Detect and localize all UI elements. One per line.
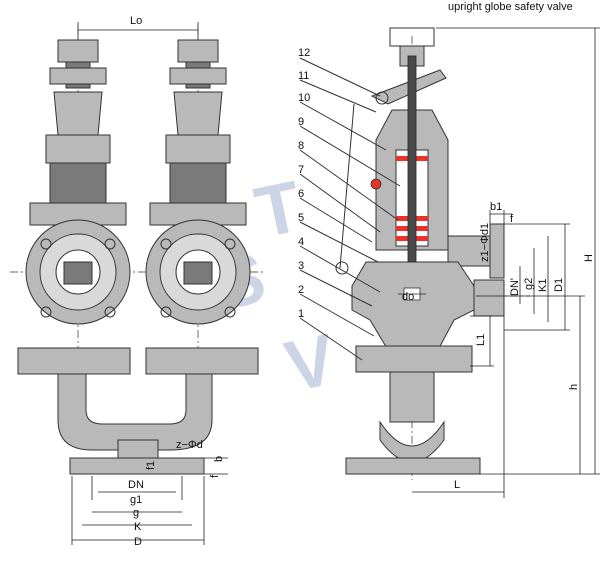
dim-f-right: f — [510, 213, 514, 225]
right-assembly: 12 11 10 9 8 7 6 5 4 3 2 1 H h — [298, 27, 600, 498]
dim-b1: b1 — [490, 201, 502, 213]
dim-k1: K1 — [537, 279, 549, 292]
dim-k: K — [134, 521, 142, 533]
dim-l1: L1 — [475, 334, 487, 346]
dim-g1: g1 — [130, 494, 142, 506]
dim-dn: DN — [128, 479, 144, 491]
right-dimensions: H h D1 K1 g2 DN' b1 f z1−Φd1 L1 do — [398, 27, 600, 498]
dim-do: do — [402, 291, 414, 303]
part-number: 8 — [298, 140, 304, 152]
left-lower-flange — [17, 347, 131, 375]
right-lower-flange — [145, 347, 259, 375]
valve-left — [25, 39, 131, 325]
part-number: 9 — [298, 116, 304, 128]
watermark-letter-v: V — [279, 319, 343, 407]
part-number: 6 — [298, 188, 304, 200]
dim-z-phi-d: z−Φd — [176, 439, 203, 451]
dim-b: b — [213, 456, 225, 462]
right-bottom-flange — [345, 457, 481, 475]
part-number: 4 — [298, 236, 304, 248]
dim-g: g — [133, 507, 139, 519]
dim-h-upper: H — [583, 254, 595, 262]
part-number: 5 — [298, 212, 304, 224]
part-numbers: 12 11 10 9 8 7 6 5 4 3 2 1 — [298, 47, 310, 320]
part-number: 3 — [298, 260, 304, 272]
dim-h-lower: h — [568, 384, 580, 390]
u-manifold — [57, 373, 213, 451]
part-number: 12 — [298, 47, 310, 59]
valve-right — [145, 39, 251, 325]
bottom-flange — [69, 457, 205, 475]
stem — [407, 55, 417, 277]
dim-lo: Lo — [130, 15, 142, 27]
header-fragment: upright globe safety valve — [448, 1, 573, 13]
dim-z1-phi-d1: z1−Φd1 — [479, 223, 491, 262]
part-leaders — [299, 57, 401, 361]
part-number: 10 — [298, 92, 310, 104]
dim-dn-prime: DN' — [509, 278, 521, 296]
dim-f1: f1 — [145, 461, 157, 470]
dim-d: D — [134, 536, 142, 548]
left-assembly: Lo — [10, 15, 265, 548]
dim-g2: g2 — [523, 278, 535, 290]
part-number: 2 — [298, 284, 304, 296]
part-number: 11 — [298, 70, 309, 82]
dim-f: f — [209, 474, 221, 478]
inlet-flange — [355, 345, 473, 373]
ball-detail — [370, 178, 382, 190]
dim-l: L — [454, 479, 460, 491]
dim-d1: D1 — [553, 278, 565, 292]
part-number: 1 — [298, 308, 304, 320]
part-number: 7 — [298, 164, 304, 176]
